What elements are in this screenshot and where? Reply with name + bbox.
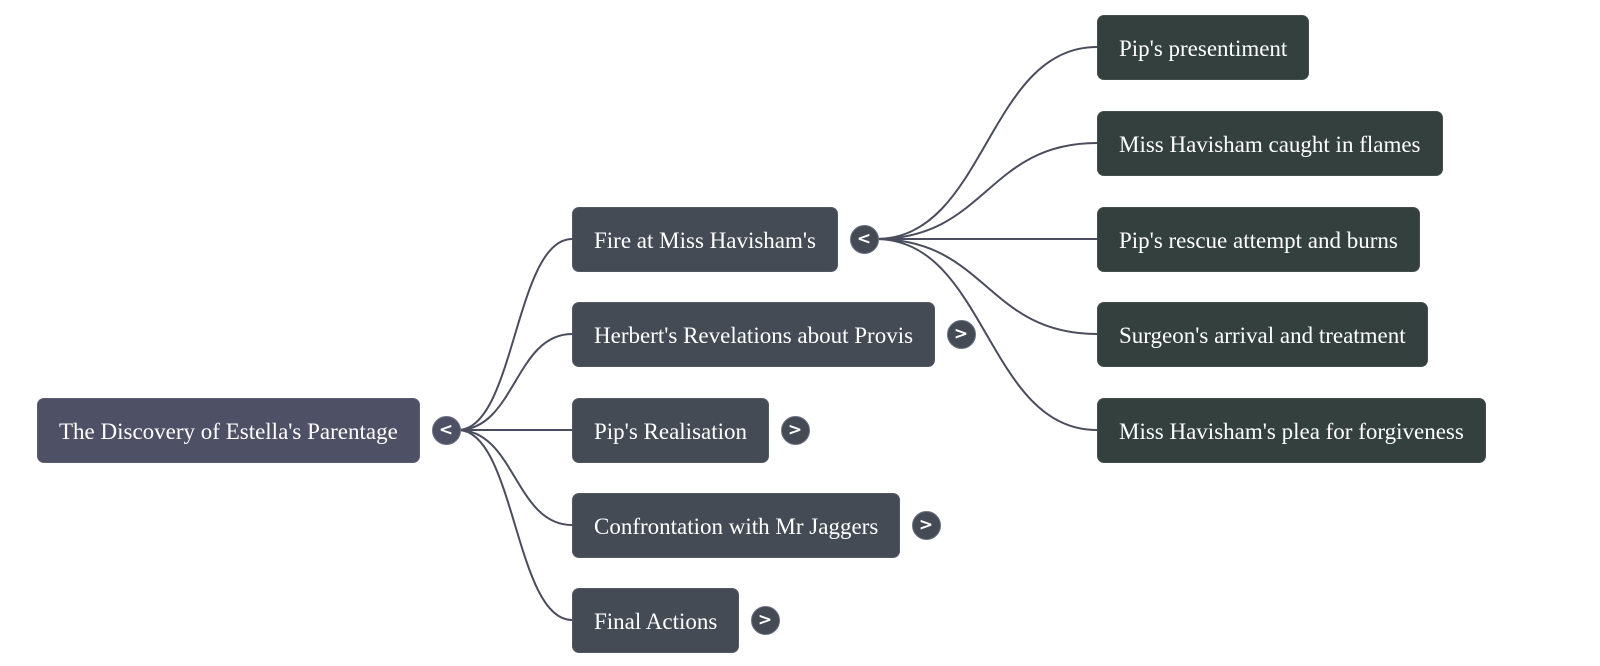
node-havisham-plea[interactable]: Miss Havisham's plea for forgiveness [1097,397,1486,463]
node-final-actions[interactable]: Final Actions [572,587,740,653]
connector-fire-to-level2 [875,46,1098,240]
node-pips-rescue-attempt[interactable]: Pip's rescue attempt and burns [1097,206,1420,272]
node-herberts-revelations[interactable]: Herbert's Revelations about Provis [572,301,936,367]
node-pips-presentiment[interactable]: Pip's presentiment [1097,14,1310,80]
node-surgeons-arrival[interactable]: Surgeon's arrival and treatment [1097,301,1428,367]
collapse-toggle-root[interactable]: < [431,415,461,445]
connector-fire-to-level2 [875,142,1098,240]
connector-root-to-level1 [457,429,573,526]
connector-root-to-level1 [457,333,573,431]
expand-toggle-final-actions[interactable]: > [750,605,780,635]
connector-fire-to-level2 [875,238,1098,335]
connector-root-to-level1 [457,429,573,621]
root-node[interactable]: The Discovery of Estella's Parentage [37,397,420,463]
node-havisham-caught-in-flames[interactable]: Miss Havisham caught in flames [1097,110,1443,176]
expand-toggle-realisation[interactable]: > [780,415,810,445]
collapse-toggle-fire[interactable]: < [849,224,879,254]
connector-fire-to-level2 [875,238,1098,431]
expand-toggle-herbert[interactable]: > [946,319,976,349]
expand-toggle-confrontation[interactable]: > [911,510,941,540]
node-pips-realisation[interactable]: Pip's Realisation [572,397,770,463]
node-fire-at-miss-havishams[interactable]: Fire at Miss Havisham's [572,206,838,272]
connector-root-to-level1 [457,238,573,431]
node-confrontation-jaggers[interactable]: Confrontation with Mr Jaggers [572,492,901,558]
